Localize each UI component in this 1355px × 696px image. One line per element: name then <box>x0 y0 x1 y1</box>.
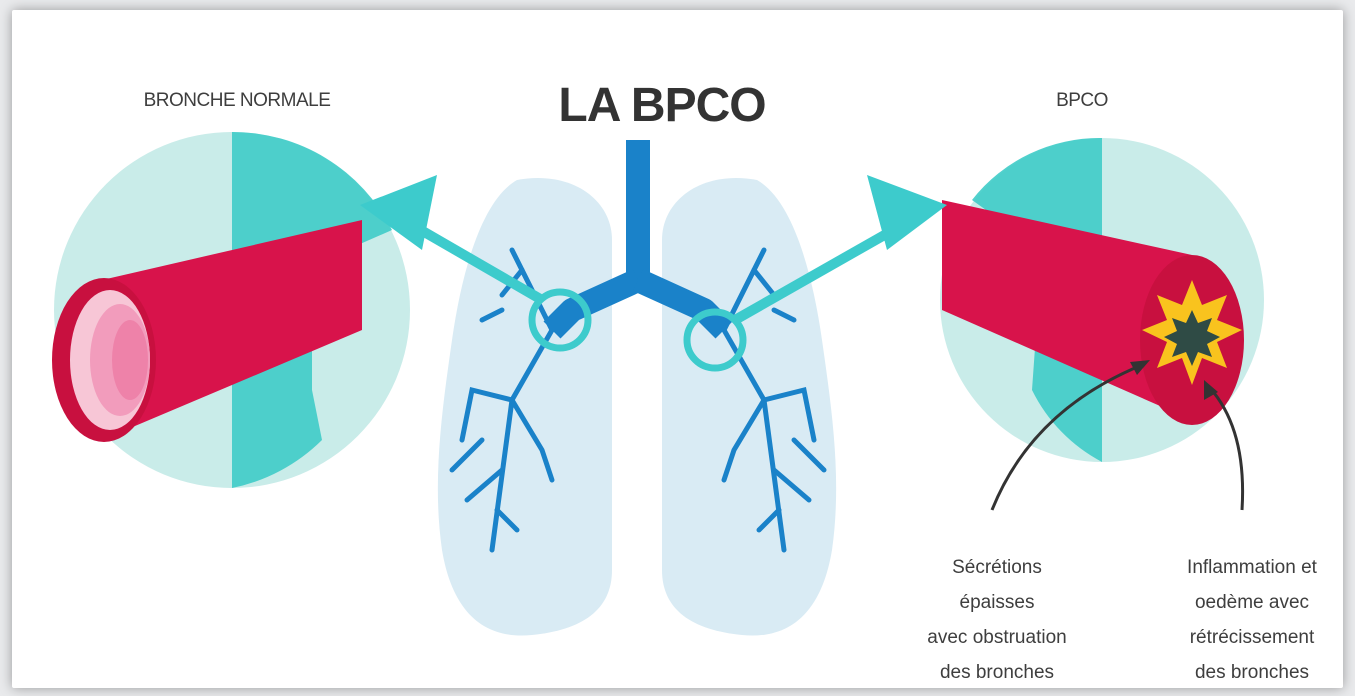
normal-bronchus-label: BRONCHE NORMALE <box>102 90 372 112</box>
diagram-card: LA BPCO BRONCHE NORMALE BPCO Sécrétions … <box>12 10 1343 688</box>
copd-bronchus-zoom <box>940 138 1264 462</box>
right-lung <box>662 178 836 635</box>
normal-airway-lumen-deep <box>112 320 148 400</box>
lungs <box>438 140 836 636</box>
normal-bronchus-zoom <box>52 132 410 488</box>
secretions-caption: Sécrétions épaisses avec obstruation des… <box>892 550 1102 690</box>
left-lung <box>438 178 612 635</box>
diagram-title: LA BPCO <box>502 78 822 133</box>
trachea <box>626 140 650 290</box>
copd-bronchus-label: BPCO <box>1022 90 1142 112</box>
inflammation-caption: Inflammation et oedème avec rétrécisseme… <box>1152 550 1352 690</box>
